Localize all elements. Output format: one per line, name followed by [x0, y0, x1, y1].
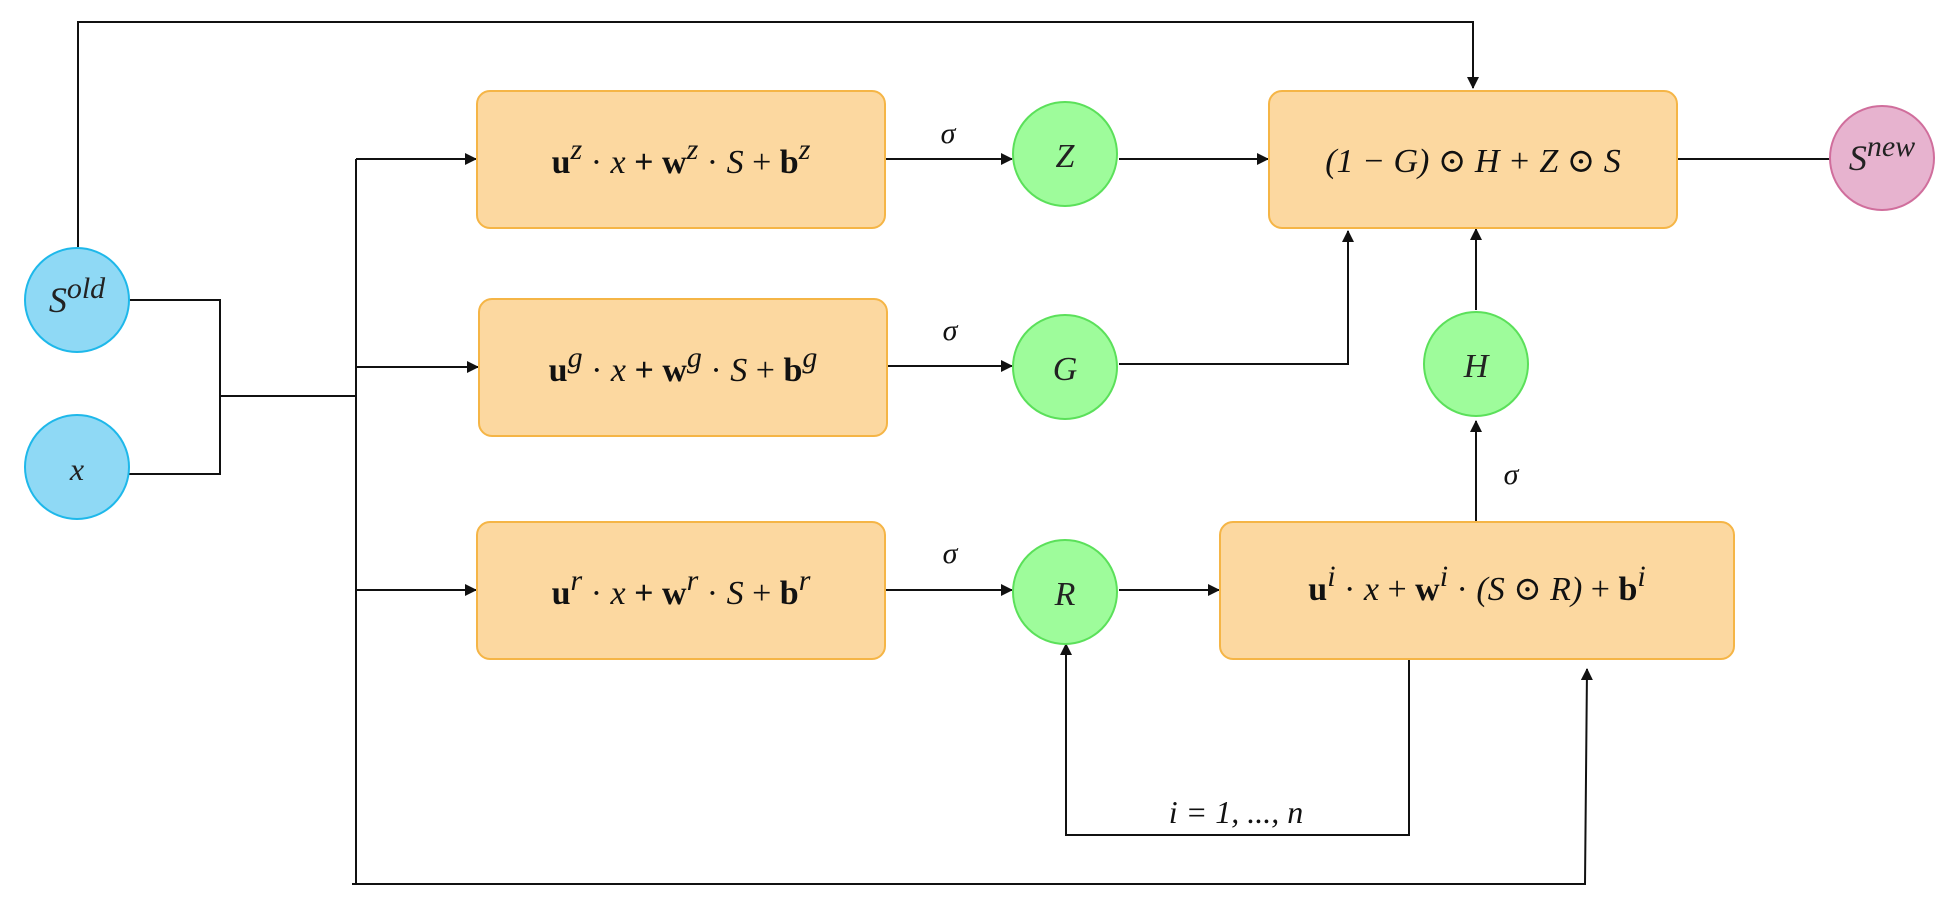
g-gate-box	[478, 298, 888, 437]
wire-loop-to-r	[1060, 643, 1410, 836]
r-gate-equation: ur · x + wr · S + br	[552, 564, 811, 612]
wire-sold-merge	[128, 299, 221, 475]
z-gate-equation: uz · x + wz · S + bz	[552, 133, 811, 181]
g-node	[1012, 314, 1118, 420]
loop-label: i = 1, ..., n	[1169, 794, 1303, 830]
sigma-label-z: σ	[941, 117, 957, 150]
r-node	[1012, 539, 1118, 645]
z-node	[1012, 101, 1118, 207]
r-label: R	[1054, 576, 1076, 613]
wire-g-to-output	[1119, 230, 1354, 365]
z-label: Z	[1056, 138, 1076, 175]
s-new-label: Snew	[1849, 130, 1915, 178]
s-new-node	[1829, 105, 1935, 211]
s-old-node	[24, 247, 130, 353]
h-label: H	[1463, 348, 1491, 385]
wire-bottom-to-i-box	[352, 668, 1593, 885]
sigma-label-h: σ	[1504, 458, 1520, 491]
r-gate-box	[476, 521, 886, 660]
x-node	[24, 414, 130, 520]
h-node	[1423, 311, 1529, 417]
z-gate-box	[476, 90, 886, 229]
wire-sold-to-output	[77, 21, 1479, 247]
x-label: x	[69, 451, 84, 487]
s-old-label: Sold	[49, 272, 106, 320]
output-equation: (1 − G) ⊙ H + Z ⊙ S	[1325, 143, 1621, 180]
i-candidate-box	[1219, 521, 1735, 660]
g-gate-equation: ug · x + wg · S + bg	[549, 341, 818, 389]
sigma-label-g: σ	[943, 314, 959, 347]
g-label: G	[1053, 351, 1078, 388]
i-candidate-equation: ui · x + wi · (S ⊙ R) + bi	[1308, 560, 1645, 608]
sigma-label-r: σ	[943, 537, 959, 570]
output-box	[1268, 90, 1678, 229]
